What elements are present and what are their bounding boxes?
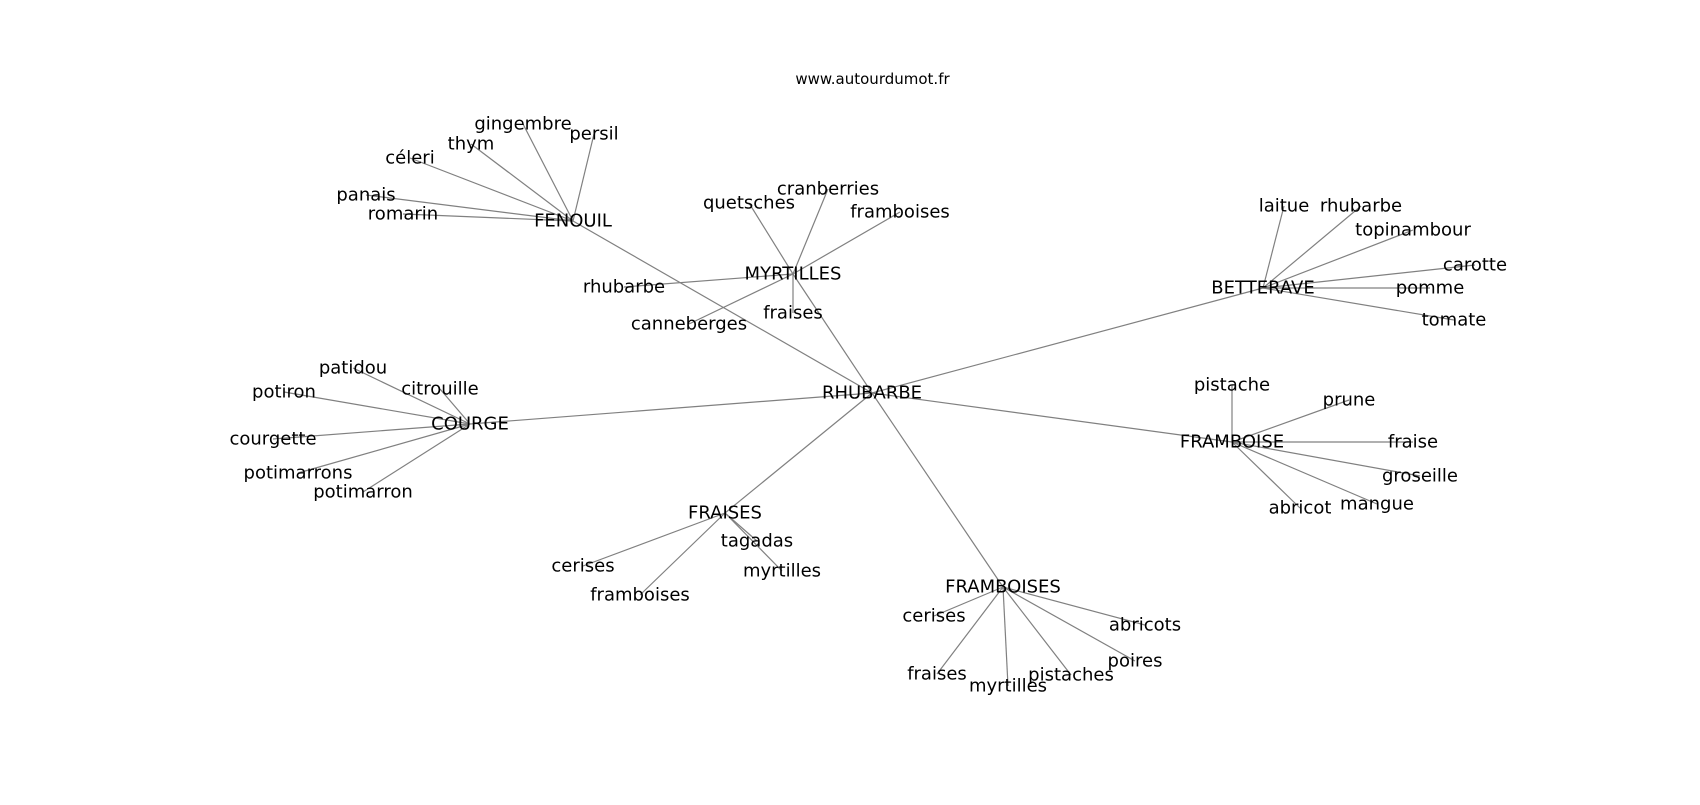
edge-betterave-leaf [1262,205,1362,289]
edge-betterave-leaf [1262,229,1414,289]
leaf-node-framboise[interactable]: prune [1323,390,1376,411]
center-node[interactable]: RHUBARBE [822,383,922,404]
leaf-node-myrtilles[interactable]: rhubarbe [583,277,665,298]
hub-node-framboises[interactable]: FRAMBOISES [945,577,1061,598]
edge-framboise-leaf [1231,441,1378,505]
leaf-node-framboises[interactable]: pistaches [1028,665,1114,686]
leaf-node-fenouil[interactable]: panais [336,185,395,206]
hub-node-betterave[interactable]: BETTERAVE [1211,278,1314,299]
leaf-node-myrtilles[interactable]: framboises [850,202,950,223]
edge-fraises-leaf [724,512,783,572]
leaf-node-framboise[interactable]: pistache [1194,375,1270,396]
edge-myrtilles-leaf [792,211,901,275]
edge-fenouil-leaf [402,213,574,222]
leaf-node-framboises[interactable]: myrtilles [969,676,1047,697]
edge-center-fraises [724,392,873,514]
edge-courge-leaf [272,423,471,440]
edge-myrtilles-leaf [792,188,829,275]
leaf-node-betterave[interactable]: laitue [1259,196,1310,217]
leaf-node-framboise[interactable]: fraise [1388,432,1438,453]
leaf-node-framboises[interactable]: fraises [907,664,967,685]
hub-node-fraises[interactable]: FRAISES [688,503,762,524]
hub-node-courge[interactable]: COURGE [431,414,509,435]
edge-betterave-leaf [1262,287,1455,321]
edge-courge-leaf [283,391,471,425]
edge-fenouil-leaf [572,133,595,222]
leaf-node-courge[interactable]: potimarron [313,482,413,503]
edge-center-fenouil [572,220,873,394]
leaf-node-courge[interactable]: courgette [229,429,316,450]
edge-framboise-leaf [1231,441,1301,509]
leaf-node-betterave[interactable]: tomate [1422,310,1487,331]
leaf-node-fenouil[interactable]: romarin [368,204,438,225]
site-url: www.autourdumot.fr [795,70,950,88]
leaf-node-courge[interactable]: citrouille [401,379,478,400]
leaf-node-fraises[interactable]: cerises [551,556,614,577]
edge-framboise-leaf [1231,399,1350,443]
leaf-node-fenouil[interactable]: thym [448,134,495,155]
leaf-node-betterave[interactable]: carotte [1443,255,1507,276]
leaf-node-myrtilles[interactable]: fraises [763,303,823,324]
edge-center-betterave [871,287,1264,394]
edge-myrtilles-leaf [623,273,794,288]
edge-framboises-leaf [1002,586,1146,626]
hub-node-framboise[interactable]: FRAMBOISE [1180,432,1284,453]
leaf-node-myrtilles[interactable]: canneberges [631,314,747,335]
edge-courge-leaf [352,367,471,425]
edge-center-myrtilles [792,273,873,394]
edge-framboises-leaf [1002,586,1136,662]
edge-fenouil-leaf [522,123,574,222]
hub-node-fenouil[interactable]: FENOUIL [534,211,612,232]
edge-betterave-leaf [1262,205,1285,289]
edge-framboises-leaf [1002,586,1009,687]
leaf-node-betterave[interactable]: pomme [1396,278,1465,299]
edge-courge-leaf [297,423,471,474]
edge-fenouil-leaf [470,143,574,222]
leaf-node-framboises[interactable]: abricots [1109,615,1181,636]
edge-framboises-leaf [933,586,1004,617]
edge-center-framboises [871,392,1004,588]
leaf-node-courge[interactable]: patidou [319,358,387,379]
leaf-node-myrtilles[interactable]: quetsches [703,193,795,214]
edge-fenouil-leaf [365,194,574,222]
edge-framboise-leaf [1231,441,1421,477]
edge-center-framboise [871,392,1233,443]
edge-courge-leaf [362,423,471,493]
leaf-node-framboise[interactable]: abricot [1269,498,1332,519]
leaf-node-framboise[interactable]: mangue [1340,494,1414,515]
leaf-node-betterave[interactable]: topinambour [1355,220,1471,241]
leaf-node-fenouil[interactable]: céleri [385,148,434,169]
leaf-node-myrtilles[interactable]: cranberries [777,179,879,200]
leaf-node-framboises[interactable]: cerises [902,606,965,627]
leaf-node-framboise[interactable]: groseille [1382,466,1458,487]
leaf-node-fraises[interactable]: tagadas [721,531,793,552]
leaf-node-framboises[interactable]: poires [1108,651,1163,672]
leaf-node-fenouil[interactable]: gingembre [474,114,571,135]
hub-node-myrtilles[interactable]: MYRTILLES [745,264,842,285]
edge-fraises-leaf [582,512,726,567]
leaf-node-courge[interactable]: potiron [252,382,316,403]
edge-myrtilles-leaf [688,273,794,325]
edge-myrtilles-leaf [748,202,794,275]
leaf-node-betterave[interactable]: rhubarbe [1320,196,1402,217]
leaf-node-fraises[interactable]: framboises [590,585,690,606]
edge-betterave-leaf [1262,264,1476,289]
leaf-node-fenouil[interactable]: persil [569,124,618,145]
edge-framboises-leaf [1002,586,1072,676]
edge-courge-leaf [439,388,471,425]
leaf-node-fraises[interactable]: myrtilles [743,561,821,582]
edges-layer [272,123,1476,687]
edge-center-courge [469,392,873,425]
edge-fraises-leaf [639,512,726,596]
edge-fenouil-leaf [409,157,574,222]
leaf-node-courge[interactable]: potimarrons [244,463,353,484]
edge-framboises-leaf [936,586,1004,675]
